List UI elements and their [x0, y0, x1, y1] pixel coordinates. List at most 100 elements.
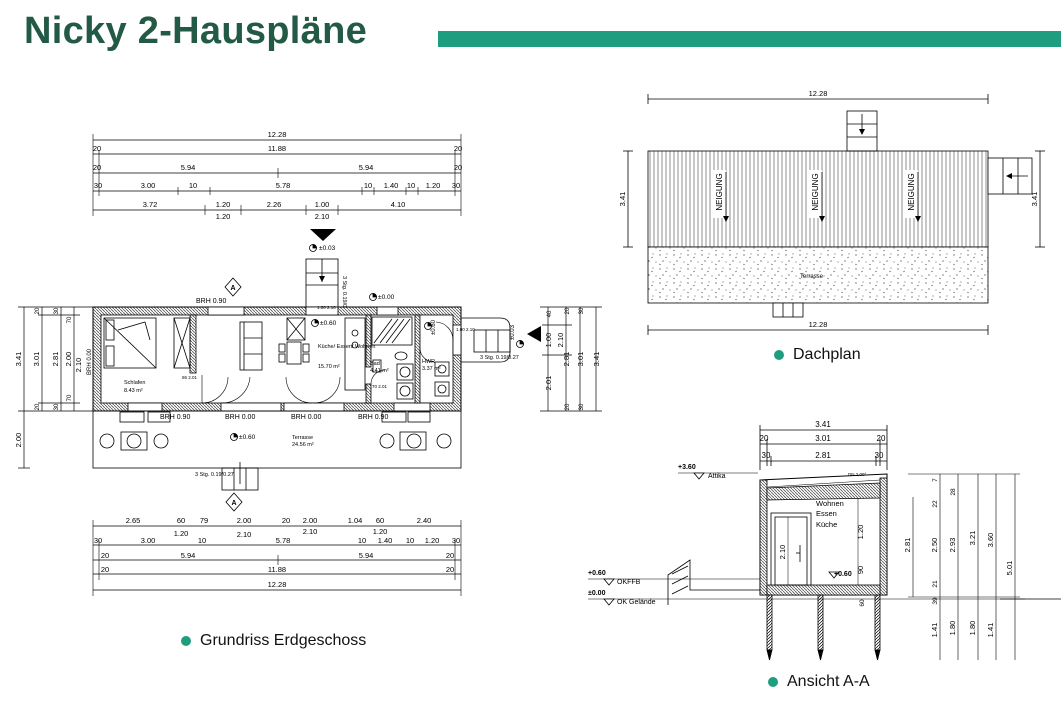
roof-plan: 12.28 NEIGUNG NEIGUNG NEIGUNG Terras: [618, 89, 1045, 335]
slope-labels: NEIGUNG NEIGUNG NEIGUNG: [712, 170, 921, 222]
sv-rdim-14: 1.80: [968, 621, 977, 636]
sv-rdim-0: 2.81: [903, 538, 912, 553]
fp-dim-wall-top-2: 20: [93, 163, 101, 172]
fp-bdim-wall-2: 20: [101, 565, 109, 574]
section-room-kueche: Küche: [816, 520, 837, 529]
section-room-essen: Essen: [816, 509, 837, 518]
section-arrow-top: [310, 229, 336, 241]
windows-top: [207, 306, 399, 316]
level-floor: ±0.60: [320, 320, 337, 327]
sv-door-height: 2.10: [778, 545, 787, 560]
sv-rdim-4: 3.60: [986, 533, 995, 548]
room-hwr-area: 3.37 m²: [422, 366, 441, 372]
fp-bdim-sub-3: 1.20: [373, 527, 388, 536]
fp-bdim-open-3: 2.00: [237, 516, 252, 525]
fp-ldim-10: 30: [54, 403, 60, 410]
section-marker-a-bottom: A: [225, 492, 243, 512]
sv-rdim-2: 2.93: [948, 538, 957, 553]
room-bad: Bad: [370, 361, 380, 367]
ground-screws: [766, 594, 881, 661]
caption-bullet-icon: [181, 636, 191, 646]
terrace: [92, 410, 462, 469]
sv-dim-30-l: 30: [762, 451, 771, 460]
fp-bdim-wall-0: 20: [101, 551, 109, 560]
fp-dim-seg-0: 30: [94, 181, 102, 190]
fp-dim-seg-8: 30: [452, 181, 460, 190]
fp-ldim-7: 70: [67, 316, 73, 323]
fp-bdim-total: 12.28: [268, 580, 287, 589]
brh-bottom-3: BRH 0.90: [358, 414, 388, 421]
sv-dim-inner: 3.01: [815, 434, 831, 443]
floor-plan-right-dimensions: [540, 306, 602, 412]
wardrobe-left: [173, 317, 191, 369]
brh-bottom-1: BRH 0.00: [225, 414, 255, 421]
fp-bdim-half-1: 5.94: [359, 551, 374, 560]
level-outside: ±0.00: [378, 294, 395, 301]
sv-sill-height: 90: [856, 566, 865, 574]
floor-plan-top-dimensions: [92, 134, 462, 216]
dining-table: [278, 341, 310, 365]
level-ground-value: ±0.00: [588, 590, 606, 597]
roof-terrace-label: Terrasse: [800, 274, 824, 280]
section-inner-dims: 2.10 1.20 90 +0.60: [778, 498, 865, 585]
entry-porch-right: ±0.03: [461, 317, 541, 363]
caption-floor-plan-text: Grundriss Erdgeschoss: [200, 632, 367, 649]
entry-stairs-top: [305, 258, 339, 308]
fp-rdim-0: 3.41: [592, 352, 601, 367]
section-right-dimensions: [908, 473, 1020, 660]
section-stairs: [667, 559, 760, 605]
level-marker-entry: ±0.03: [309, 244, 336, 252]
fp-dim-open-3: 1.00: [315, 200, 330, 209]
fp-bdim-open-2: 79: [200, 516, 208, 525]
shelf-kitchen: [286, 317, 306, 341]
bed: [103, 317, 157, 369]
room-terrasse: Terrasse: [292, 435, 313, 441]
door-label-1: 1.00 2.10: [456, 327, 475, 332]
fp-bdim-open-1: 60: [177, 516, 185, 525]
slope-label-2: NEIGUNG: [907, 173, 916, 210]
rp-dim-right: 3.41: [1030, 192, 1039, 207]
sv-dim-wall-l: 20: [760, 434, 769, 443]
sv-rdim-12: 1.41: [930, 623, 939, 638]
level-markers: ±0.00 ±0.60 ±0.60 ±0.60: [230, 293, 437, 441]
section-marker-label-bottom: A: [231, 500, 236, 507]
fp-ldim-1: 3.01: [32, 352, 41, 367]
brh-bottom-0: BRH 0.90: [160, 414, 190, 421]
fp-bdim-sub-1: 2.10: [237, 530, 252, 539]
page-title: Nicky 2-Hauspläne: [24, 10, 368, 52]
level-attika-value: +3.60: [678, 464, 696, 471]
fp-dim-total-top: 12.28: [268, 130, 287, 139]
section-top-dimensions: [759, 425, 888, 470]
section-house-body: [759, 473, 888, 596]
rp-dim-bottom: 12.28: [809, 320, 828, 329]
kitchen-counter: [344, 317, 366, 391]
fp-bdim-seg-3: 5.78: [276, 536, 291, 545]
sv-dim-wall-r: 20: [877, 434, 886, 443]
fp-rdim-2: 2.81: [562, 352, 571, 367]
title-accent-bar-fill: [438, 31, 1061, 47]
sv-rdim-7: 28: [950, 488, 957, 496]
level-indicators: +3.60 Attika +0.60 OKFFB ±0.00 OK Geländ…: [588, 464, 1061, 606]
fp-rdim-5: 2.01: [544, 376, 553, 391]
fp-bdim-seg-5: 1.40: [378, 536, 393, 545]
sv-rdim-13: 1.80: [948, 621, 957, 636]
fp-ldim-9: 20: [35, 403, 41, 410]
roof-pitch-note: DN 2,00°: [848, 472, 867, 477]
fp-bdim-seg-8: 30: [452, 536, 460, 545]
fp-ldim-0: 3.41: [14, 352, 23, 367]
door-label-3: 86 2.01: [182, 375, 198, 380]
slope-label-1: NEIGUNG: [811, 173, 820, 210]
roof-surface: [647, 150, 989, 248]
sv-dim-30-r: 30: [875, 451, 884, 460]
sv-rdim-9: 21: [932, 580, 939, 588]
fp-dim-open-2: 2.26: [267, 200, 282, 209]
fp-ldim-11: 70: [67, 394, 73, 401]
brh-bottom-2: BRH 0.00: [291, 414, 321, 421]
fp-dim-open-4: 4.10: [391, 200, 406, 209]
brh-top: BRH 0.90: [196, 298, 226, 305]
fp-bdim-sub-2: 2.10: [303, 527, 318, 536]
fp-dim-seg-7: 1.20: [426, 181, 441, 190]
fp-dim-seg-3: 5.78: [276, 181, 291, 190]
fp-rdim-4: 1.00: [544, 333, 553, 348]
rp-dim-top: 12.28: [809, 89, 828, 98]
